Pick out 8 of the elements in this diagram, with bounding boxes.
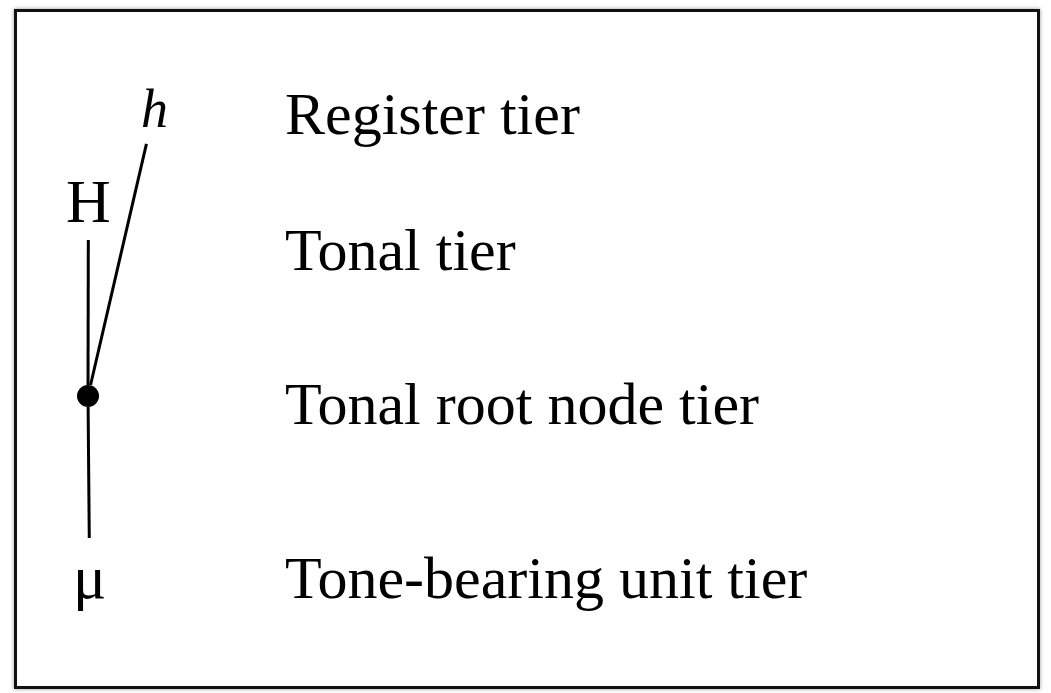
tier-symbol: H (66, 170, 111, 232)
node-dot (77, 385, 99, 407)
connector-line (86, 407, 91, 538)
tier-label: Tonal tier (285, 220, 516, 280)
connector-line (86, 240, 90, 385)
connector-line (89, 143, 148, 386)
tier-symbol: h (141, 82, 168, 136)
tier-label: Tonal root node tier (285, 374, 759, 434)
